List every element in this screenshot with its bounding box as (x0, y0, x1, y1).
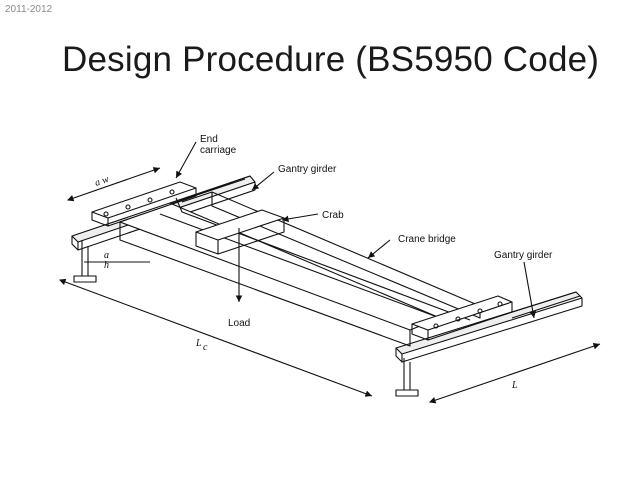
gantry-girder-right-label: Gantry girder (494, 250, 553, 261)
right-end-carriage (411, 295, 513, 341)
gantry-girder-right-leader (523, 261, 537, 319)
l-dimension (428, 343, 601, 404)
end-carriage-leader (175, 141, 197, 179)
gantry-girder-top-label: Gantry girder (278, 164, 337, 175)
slide-title: Design Procedure (BS5950 Code) (62, 40, 600, 79)
year-tag: 2011-2012 (5, 4, 53, 15)
ah-label-h: h (104, 260, 109, 271)
crane-bridge-leader (367, 239, 391, 259)
load-label: Load (228, 318, 250, 329)
crane-bridge-label: Crane bridge (398, 234, 456, 245)
lc-dimension (58, 278, 373, 397)
aw-label: a w (94, 174, 111, 189)
crab-label: Crab (322, 210, 344, 221)
lc-subscript: c (203, 342, 208, 353)
lc-label: L (195, 338, 202, 349)
ah-label-a: a (104, 250, 109, 261)
end-carriage-label-line2: carriage (200, 145, 237, 156)
gantry-girder-top-leader (251, 171, 275, 191)
end-carriage-label-line1: End (200, 134, 218, 145)
aw-dimension (66, 167, 161, 202)
crab-leader (281, 213, 319, 223)
l-label: L (511, 380, 518, 391)
